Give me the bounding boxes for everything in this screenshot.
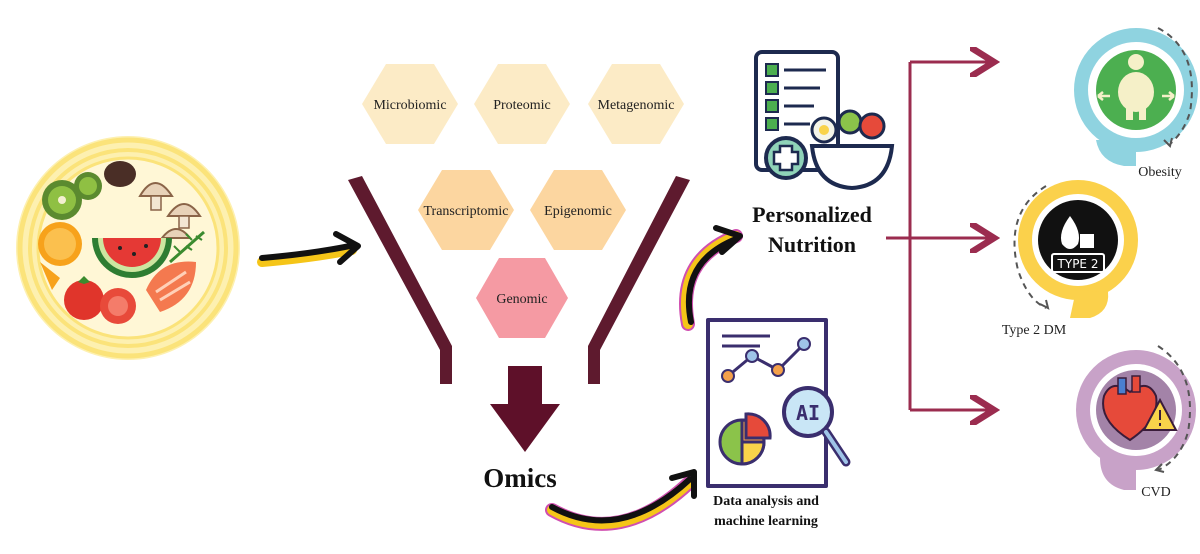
magnifier-ai-icon: AI	[782, 386, 851, 467]
omics-hexagon-label: Microbiomic	[373, 98, 446, 113]
ai-text: AI	[796, 401, 820, 425]
omics-hexagon	[530, 170, 626, 250]
blood-drop-icon	[1061, 216, 1094, 249]
omics-hexagon-label: Genomic	[496, 292, 547, 307]
omics-hexagon	[362, 64, 458, 144]
nutrition-plan-icon	[754, 50, 895, 191]
outcome-cvd	[1076, 345, 1196, 490]
tomato-icon	[64, 276, 136, 324]
omics-hexagon-label: Transcriptomic	[423, 204, 508, 219]
omics-hexagon	[474, 64, 570, 144]
input-arrow	[257, 231, 361, 267]
obesity-label: Obesity	[1138, 165, 1182, 180]
curved-arrow-to-analysis	[545, 469, 697, 531]
obesity-icon	[1097, 54, 1175, 120]
cvd-label: CVD	[1141, 485, 1171, 500]
omics-hexagon	[418, 170, 514, 250]
down-arrow	[490, 366, 560, 452]
omics-hexagon	[476, 258, 568, 338]
curved-arrow-to-nutrition	[679, 225, 743, 331]
health-plus-icon	[764, 136, 808, 180]
outcome-obesity	[1074, 27, 1198, 166]
orange-icon	[38, 222, 82, 290]
salad-bowl-icon	[809, 109, 895, 191]
pie-chart-icon	[718, 412, 772, 466]
plum-icon	[104, 161, 136, 187]
kiwi-icon	[42, 172, 102, 220]
personalized-label-line1: Personalized	[752, 202, 872, 227]
warning-icon	[1142, 397, 1178, 431]
data-analysis-icon: AI	[706, 318, 851, 488]
data-analysis-label-line1: Data analysis and	[713, 494, 819, 509]
funnel	[348, 176, 690, 384]
mushroom-icon	[138, 182, 202, 239]
type2-badge	[1051, 253, 1105, 273]
outcome-type2dm: TYPE 2	[1013, 180, 1138, 318]
type2dm-label: Type 2 DM	[1002, 323, 1067, 338]
personalized-label-line2: Nutrition	[768, 232, 856, 257]
omics-hexagon-label: Proteomic	[493, 98, 551, 113]
salmon-icon	[146, 230, 205, 312]
omics-hexagon	[588, 64, 684, 144]
checklist-icon	[765, 63, 826, 131]
type2-badge-text: TYPE 2	[1057, 257, 1099, 271]
watermelon-icon	[92, 238, 172, 278]
omics-hexagon-label: Metagenomic	[598, 98, 675, 113]
food-plate-illustration	[16, 136, 240, 360]
omics-label: Omics	[483, 463, 557, 493]
branch-connector	[886, 62, 988, 410]
omics-hexagon-label: Epigenomic	[544, 204, 612, 219]
data-analysis-label-line2: machine learning	[714, 514, 818, 529]
omics-hexagons: Microbiomic Proteomic MetagenomicTranscrip…	[362, 64, 684, 338]
